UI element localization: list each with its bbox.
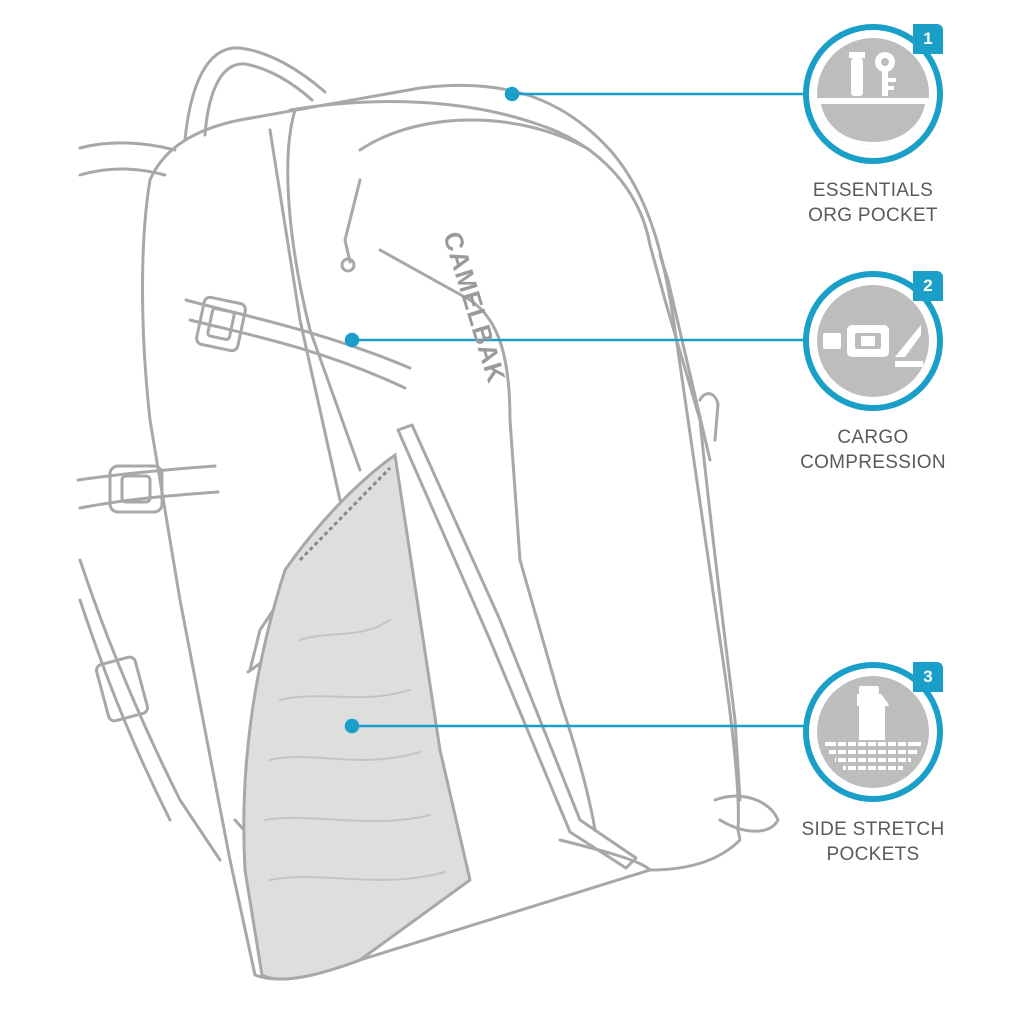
feature-1-label-line-1: ESSENTIALS [812,180,934,201]
feature-3-label: SIDE STRETCH POCKETS [773,817,973,867]
bottle-in-mesh-pocket-icon [825,686,921,772]
feature-2-label-line-2: COMPRESSION [800,452,946,473]
feature-1-number: 1 [913,24,943,54]
feature-2-badge: 2 [803,271,943,411]
callout-dot-2 [344,332,360,348]
feature-3-label-line-2: POCKETS [826,844,920,865]
keys-and-bottle-in-pocket-icon [817,52,929,150]
callout-dot-3 [344,718,360,734]
feature-2-label-line-1: CARGO [837,427,909,448]
compression-buckle [195,295,247,353]
feature-1-label: ESSENTIALS ORG POCKET [773,178,973,228]
compression-strap-buckle-icon [823,325,923,367]
feature-2-label: CARGO COMPRESSION [773,425,973,475]
feature-3-label-line-1: SIDE STRETCH [801,819,945,840]
hip-buckle [108,464,164,514]
shoulder-strap [78,141,177,152]
feature-1-badge: 1 [803,24,943,164]
compression-strap [184,298,412,370]
mesh-pocket [242,452,472,981]
callout-dot-1 [504,86,520,102]
feature-1-label-line-2: ORG POCKET [808,205,938,226]
feature-2-number: 2 [913,271,943,301]
feature-3-number: 3 [913,662,943,692]
haul-loop [183,46,327,142]
front-webbing [396,423,638,870]
feature-3-badge: 3 [803,662,943,802]
